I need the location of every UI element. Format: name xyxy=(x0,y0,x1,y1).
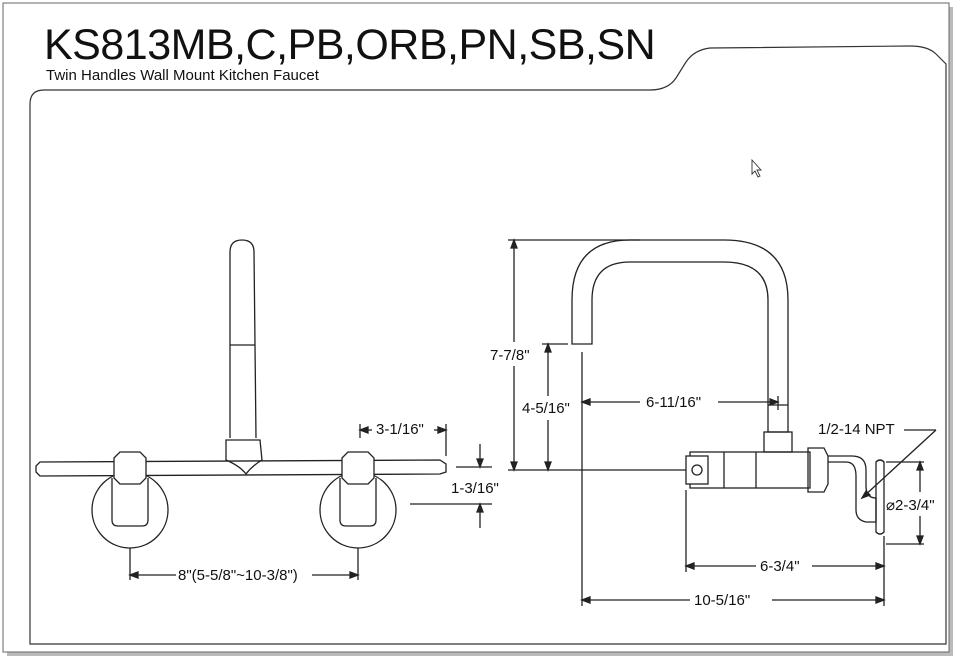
dim-label-overall-height: 7-7/8" xyxy=(490,347,530,364)
dim-arrow xyxy=(128,571,139,579)
dim-arrow xyxy=(769,398,780,406)
left-flange-shank xyxy=(111,478,149,527)
dim-arrow xyxy=(476,502,484,513)
dim-arrow xyxy=(684,562,695,570)
handle-screw-icon xyxy=(691,464,703,476)
dim-arrow xyxy=(544,461,552,472)
spout-base xyxy=(225,439,263,476)
right-handle xyxy=(341,451,375,485)
dim-label-inlet-projection: 6-3/4" xyxy=(760,558,800,575)
dim-arrow xyxy=(349,571,360,579)
spout-gooseneck xyxy=(571,239,789,433)
front-view xyxy=(35,239,492,580)
dim-arrow xyxy=(875,596,886,604)
dim-label-spout-clearance: 4-5/16" xyxy=(522,400,570,417)
dim-arrow xyxy=(916,460,924,471)
dim-arrow xyxy=(916,535,924,546)
dim-label-inlet-thread: 1/2-14 NPT xyxy=(818,421,895,438)
product-description: Twin Handles Wall Mount Kitchen Faucet xyxy=(46,67,319,84)
dim-arrow xyxy=(580,596,591,604)
dim-arrow xyxy=(875,562,886,570)
spout-tube xyxy=(229,239,257,439)
npt-leader xyxy=(861,429,937,499)
dim-arrow xyxy=(437,426,448,434)
faucet-body-bar xyxy=(35,459,447,477)
dim-label-center-spread: 8"(5-5/8"~10-3/8") xyxy=(178,567,298,584)
dim-arrow xyxy=(580,398,591,406)
side-view xyxy=(508,238,937,606)
hex-nut xyxy=(807,447,829,493)
model-numbers-title: KS813MB,C,PB,ORB,PN,SB,SN xyxy=(44,21,656,69)
dim-label-overall-depth: 10-5/16" xyxy=(694,592,750,609)
dim-label-handle-height: 3-1/16" xyxy=(376,421,424,438)
wall-flange xyxy=(875,459,885,535)
dim-arrow xyxy=(358,426,369,434)
dim-label-spout-reach: 6-11/16" xyxy=(646,394,701,411)
dim-arrow xyxy=(860,489,872,500)
page-border xyxy=(2,2,950,653)
right-flange-shank xyxy=(339,478,377,527)
dim-label-flange-diameter: ⌀2-3/4" xyxy=(886,497,935,514)
side-handle-knob xyxy=(685,455,709,485)
title-frame-outline xyxy=(29,45,947,645)
dim-arrow xyxy=(510,461,518,472)
dim-arrow xyxy=(476,458,484,469)
dim-arrow xyxy=(510,238,518,249)
left-handle xyxy=(113,451,147,485)
dim-arrow xyxy=(544,342,552,353)
dim-label-flange-offset: 1-3/16" xyxy=(451,480,499,497)
mouse-cursor-icon xyxy=(751,158,763,178)
